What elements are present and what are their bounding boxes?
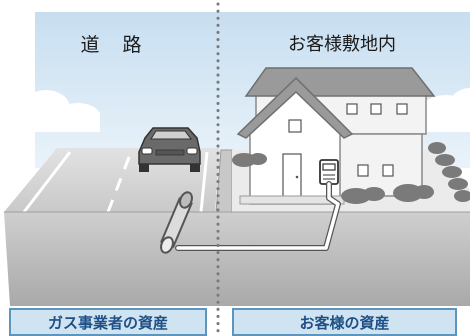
gas-pipe-icon [160,191,193,254]
premises-label: お客様敷地内 [288,34,396,55]
cloud-icon [418,88,470,132]
house-icon [236,67,436,205]
road-label: 道 路 [80,34,144,56]
road-center-line [106,151,133,213]
customer-assets-label: お客様の資産 [232,308,457,336]
ground-cross-section [4,212,470,306]
hedge-icon [232,142,470,204]
road-edge-line [199,151,209,213]
gas-company-assets-label: ガス事業者の資産 [9,308,207,336]
gas-meter-icon [319,159,339,185]
car-icon [138,127,201,172]
road-edge-line [22,151,72,213]
cloud-icon [0,90,100,132]
